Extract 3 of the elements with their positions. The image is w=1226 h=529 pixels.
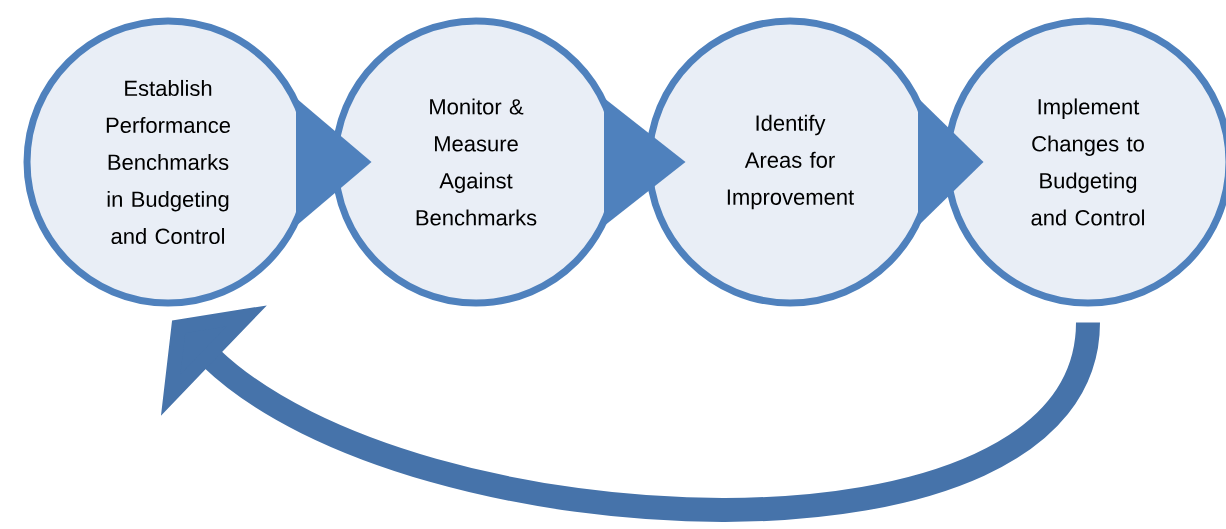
chevron-arrow (918, 98, 984, 226)
chevron-arrow (604, 98, 686, 226)
chevron-arrow (296, 98, 372, 226)
